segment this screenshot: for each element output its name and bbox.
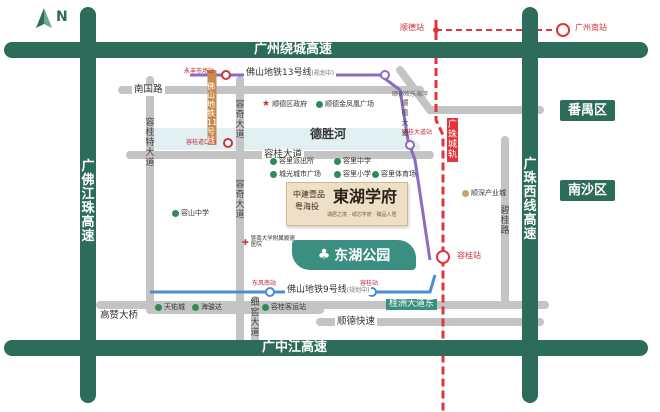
road-nanguolu: 南国路 [132, 84, 165, 96]
metro-11-label: 佛山地铁11号线 [207, 82, 218, 145]
poi-rongshan: 容山中学 [172, 210, 209, 217]
road-xiheng: 细窖大道 [250, 298, 260, 338]
star-icon: ★ [262, 99, 271, 109]
desheng-river-label: 德胜河 [310, 127, 347, 141]
project-tagline: 湖居之境 · 城芯学府 · 臻品人居 [327, 212, 397, 218]
tree-icon: ♣ [317, 247, 331, 263]
desheng-river-shape [150, 128, 420, 150]
station-rongguidaokou: 容桂道口站 [186, 139, 217, 146]
donghu-park: ♣ 东湖公园 [292, 240, 416, 270]
poi-dot-icon [316, 101, 323, 108]
poi-dot-icon [172, 210, 179, 217]
poi-dot-icon [334, 158, 341, 165]
poi-hospital: ✚暨南大学附属顺德医院 [242, 236, 297, 248]
poi-rongguikeyun-label: 容桂客运站 [271, 303, 306, 311]
road-guizhou: 桂洲大道东 [386, 299, 438, 310]
poi-hospital-label: 暨南大学附属顺德医院 [250, 236, 295, 248]
poi-chengguang-label: 城光城市广场 [279, 170, 321, 178]
road-rongguite: 容桂特大道 [145, 118, 155, 168]
poi-dot-icon [334, 171, 341, 178]
metro-9-name: 佛山地铁9号线 [287, 285, 347, 295]
road-rongqi-2: 容奇大道 [235, 180, 245, 220]
metro-9-label: 佛山地铁9号线(规划中) [285, 285, 372, 295]
poi-paichusuo-label: 容里派出所 [279, 157, 314, 165]
metro-9-note: (规划中) [346, 287, 370, 294]
project-name: 東湖学府 [333, 187, 398, 206]
poi-fenghuang: 顺德金凤凰广场 [316, 101, 374, 108]
poi-fenghuang-label: 顺德金凤凰广场 [325, 100, 374, 108]
poi-dot-icon [270, 158, 277, 165]
park-label: 东湖公园 [334, 248, 391, 264]
highway-east-label: 广珠西线高速 [523, 157, 537, 242]
station-xiannan: 容桂站 [360, 280, 379, 287]
district-nansha: 南沙区 [560, 180, 616, 201]
metro-9-line [150, 274, 437, 294]
project-marker[interactable]: 中建壹品 粤海投 東湖学府 湖居之境 · 城芯学府 · 臻品人居 [286, 182, 408, 226]
poi-ronglixiaoxue: 容里小学 [334, 171, 371, 178]
poi-rongshan-label: 容山中学 [181, 209, 209, 217]
road-shundekuaisu: 顺德快速 [335, 316, 378, 328]
poi-tiyuchang-label: 容里体育场 [381, 170, 416, 178]
poi-dot-icon [155, 304, 162, 311]
poi-industry: 顺深产业城 [462, 190, 506, 197]
poi-haijunda-label: 海骏达 [201, 303, 222, 311]
highway-west-label: 广佛江珠高速 [81, 159, 95, 244]
poi-gov-label: 顺德区政府 [272, 100, 308, 108]
guangzhu-rail-label: 广珠城轨 [447, 118, 458, 162]
poi-tianyoucheng: 天佑城 [155, 304, 185, 311]
poi-chengguang: 城光城市广场 [270, 171, 321, 178]
poi-tiyuchang: 容里体育场 [372, 171, 416, 178]
station-shunde-huanle: 顺德欢乐海岸 [392, 91, 429, 98]
metro-13-note: (规划中) [311, 70, 335, 77]
station-guangzhounan: 广州南站 [575, 23, 607, 32]
station-shunde: 顺德站 [400, 23, 424, 32]
poi-ronglizhongxue-label: 容里中学 [343, 157, 371, 165]
poi-paichusuo: 容里派出所 [270, 158, 314, 165]
highway-north-label: 广州绕城高速 [254, 42, 333, 57]
metro-stations [221, 23, 570, 297]
poi-dot-icon [262, 304, 269, 311]
metro-13-name: 佛山地铁13号线 [246, 68, 312, 78]
metro-13-line [190, 73, 432, 261]
road-shunde-dadao: 顺德大道 [401, 99, 409, 137]
poi-tianyoucheng-label: 天佑城 [164, 303, 185, 311]
poi-gov: ★顺德区政府 [262, 100, 307, 109]
metro-13-label: 佛山地铁13号线(规划中) [244, 68, 337, 78]
highway-south-label: 广中江高速 [262, 340, 328, 355]
poi-rongguikeyun: 容桂客运站 [262, 304, 306, 311]
hospital-icon: ✚ [242, 237, 249, 247]
project-developer-2: 粤海投 [295, 202, 319, 211]
guangzhu-rail-line [434, 20, 445, 412]
compass-label: N [56, 9, 68, 25]
highway-frame [4, 7, 648, 403]
compass-arrow [36, 8, 44, 28]
poi-industry-label: 顺深产业城 [471, 189, 506, 197]
road-bigui: 碧桂路 [500, 206, 510, 236]
poi-ronglizhongxue: 容里中学 [334, 158, 371, 165]
poi-dot-icon [270, 171, 277, 178]
station-dongfengnan: 东风南站 [252, 280, 277, 287]
station-ronggui-dadao: 容桂大道站 [402, 129, 433, 136]
poi-dot-icon [192, 304, 199, 311]
poi-haijunda: 海骏达 [192, 304, 222, 311]
road-gaozanbridge: 高赞大桥 [98, 310, 141, 322]
industry-icon [462, 190, 469, 197]
station-yongfeng: 永丰市场站 [184, 68, 215, 75]
project-developer-1: 中建壹品 [293, 190, 325, 199]
district-panyu: 番禺区 [560, 100, 616, 121]
poi-dot-icon [372, 171, 379, 178]
station-ronggui: 容桂站 [457, 251, 481, 260]
road-rongguidadao: 容桂大道 [262, 149, 305, 161]
road-rongqi: 容奇大道 [235, 100, 245, 140]
poi-ronglixiaoxue-label: 容里小学 [343, 170, 371, 178]
